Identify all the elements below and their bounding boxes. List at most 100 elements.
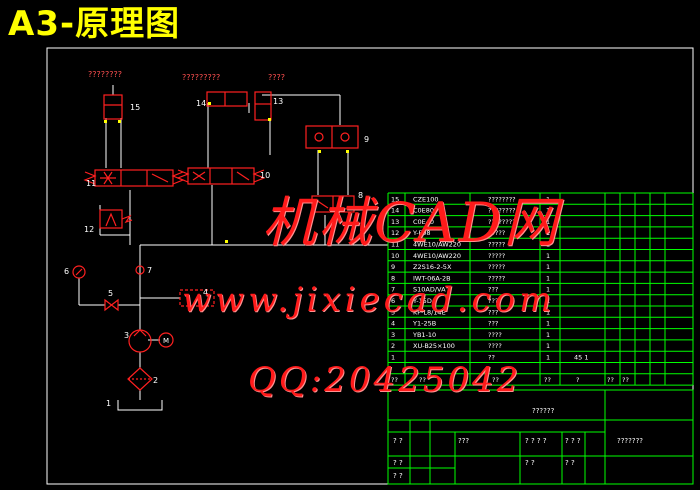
label-9: 9 [364,135,369,144]
bom-cell-name: ????? [488,241,505,249]
watermark-url: www.jixiecad.com [182,280,556,320]
bom-cell-qty: 1 [546,331,550,339]
directional-valve-10-icon [176,167,266,185]
title-block-sign1: ? ? [393,437,403,445]
bom-cell-code: Y-15D [412,297,432,305]
cylinder-14-icon [206,91,248,107]
stop-valve-5-icon [104,298,119,312]
bom-cell-name: ??? [488,286,498,294]
label-14: 14 [196,99,206,108]
bom-cell-qty: 1 [546,286,550,294]
bom-cell-code: C0E80 [413,207,434,215]
title-block-sign7: ? ? [525,459,535,467]
label-12: 12 [84,225,94,234]
bom-cell-no: 12 [391,229,399,237]
bom-cell-code: Z2S16-2-5X [413,263,452,271]
bom-cell-code: S10AD/VA [413,286,446,294]
bom-cell-name: ????? [488,263,505,271]
bom-cell-code: IWT-06A-2B [413,274,451,282]
bom-cell-code: 4WE10/AW220 [413,241,461,249]
pressure-gauge-6-icon [72,265,86,279]
bom-cell-no: 2 [391,342,395,350]
label-13: 13 [273,97,283,106]
title-block-sign8: ? ? [565,459,575,467]
label-11: 11 [86,179,96,188]
label-6: 6 [64,267,69,276]
bom-cell-name: ???? [488,331,502,339]
bom-cell-qty: 1 [546,320,550,328]
bom-cell-no: 9 [391,263,395,271]
bom-cell-no: 4 [391,320,395,328]
title-block-sign3: ? ? ? ? [525,437,547,445]
title-block-grid [387,389,694,485]
bom-header-c5: ? [576,376,579,384]
bom-cell-no: 11 [391,241,399,249]
relief-valve-12-icon [99,209,133,229]
label-2: 2 [153,376,158,385]
bom-cell-name: ???????? [488,218,516,226]
bom-cell-name: ????? [488,252,505,260]
bom-cell-qty: 1 [546,218,550,226]
bom-table-grid [387,192,694,386]
pump-3-icon [128,329,152,353]
bom-cell-no: 6 [391,297,395,305]
bom-header-no: ?? [391,376,398,384]
drawing-title: A3-原理图 [8,4,181,44]
title-block-sign2: ??? [458,437,469,445]
bom-header-c7: ?? [622,376,629,384]
tank-filter-2-icon [127,367,153,391]
bom-cell-note: 45 1 [574,354,588,362]
motor-icon [158,332,174,348]
bom-cell-name: ?? [488,354,495,362]
title-block-org: ??????? [617,437,643,445]
label-10: 10 [260,171,270,180]
bom-cell-name: ????? [488,229,505,237]
terminal-marks [104,102,349,243]
bom-cell-name: ???????? [488,207,516,215]
bom-cell-qty: 1 [546,241,550,249]
pressure-switch-7-icon [135,265,145,275]
label-15: 15 [130,103,140,112]
label-q15: ???????? [88,70,122,79]
bom-cell-name: ??? [488,320,498,328]
bom-cell-name: ??? [488,308,498,316]
bom-cell-no: 15 [391,195,399,203]
bom-cell-qty: 1 [546,263,550,271]
bom-header-code: ?? [419,376,426,384]
bom-cell-name: ???????? [488,195,516,203]
watermark-qq: QQ:20425042 [248,360,522,400]
bom-cell-no: 14 [391,207,399,215]
label-4: 4 [203,288,208,297]
bom-cell-qty: 1 [546,274,550,282]
label-3: 3 [124,331,129,340]
bom-cell-no: 3 [391,331,395,339]
pipe-lines [78,85,388,411]
component-labels: ???????? ????????? ???? 15 14 13 11 10 1… [64,70,369,408]
bom-cell-no: 13 [391,218,399,226]
title-block-sign4: ? ? ? [565,437,581,445]
bom-cell-qty: 1 [546,252,550,260]
drawing-frame [46,47,694,485]
filter-4-icon [179,289,215,307]
label-q14: ????????? [182,73,220,82]
bom-cell-code: 4WE10/AW220 [413,252,461,260]
bom-cell-name: ???? [488,342,502,350]
bom-header-c6: ?? [607,376,614,384]
title-block-sign5: ? ? [393,459,403,467]
bom-cell-qty: 1 [546,195,550,203]
bom-header-name: ?? [492,376,499,384]
bom-cell-code: XU-B25×100 [413,342,455,350]
bom-cell-qty: 1 [546,207,550,215]
bom-cell-no: 1 [391,354,395,362]
bom-cell-name: ????? [488,274,505,282]
bom-cell-code: Y-F08 [412,229,431,237]
bom-cell-code: C0E40 [413,218,434,226]
throttle-valve-8-icon [311,195,355,213]
title-block-sign6: ? ? [393,472,403,480]
bom-cell-qty: 1 [546,354,550,362]
directional-valve-11-icon [83,169,185,187]
check-valve-9-icon [305,125,359,149]
label-q13: ???? [268,73,285,82]
